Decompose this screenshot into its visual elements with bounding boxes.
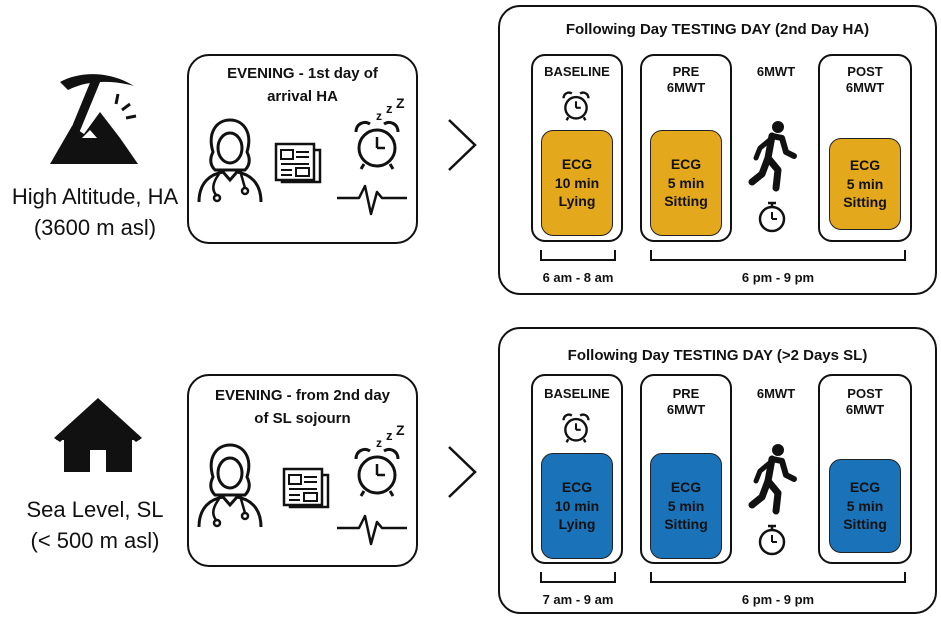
pickaxe-mountain-icon <box>50 74 138 164</box>
svg-text:z: z <box>386 428 393 443</box>
alarm-clock-icon <box>354 120 400 170</box>
doctor-icon <box>197 443 263 528</box>
zzz-icon: z z Z <box>376 422 405 450</box>
post-ecg-box: ECG 5 min Sitting <box>829 459 901 553</box>
post-title-line2: 6MWT <box>845 402 885 418</box>
evening-time-bracket <box>650 250 906 261</box>
ecg-duration: 5 min <box>667 497 705 514</box>
alarm-clock-icon <box>562 413 590 443</box>
svg-text:Z: Z <box>396 422 405 438</box>
svg-text:z: z <box>386 101 393 116</box>
evening-box-sl: EVENING - from 2nd day of SL sojourn <box>187 374 418 567</box>
ecg-wave-icon <box>337 514 407 546</box>
ecg-label: ECG <box>849 156 881 173</box>
post-ecg-box: ECG 5 min Sitting <box>829 138 901 230</box>
baseline-ecg-box: ECG 10 min Lying <box>541 130 613 236</box>
ecg-label: ECG <box>561 155 593 172</box>
testing-day-title: Following Day TESTING DAY (2nd Day HA) <box>500 21 935 38</box>
site-label-high-altitude: High Altitude, HA (3600 m asl) <box>0 182 190 244</box>
alarm-clock-icon <box>354 447 400 497</box>
svg-text:z: z <box>376 109 382 123</box>
pre-title-line1: PRE <box>672 386 700 401</box>
evening-title-line2: of SL sojourn <box>254 410 351 428</box>
site-label-line2: (3600 m asl) <box>33 214 157 240</box>
zzz-icon: z z Z <box>376 95 405 123</box>
site-label-line2: (< 500 m asl) <box>30 527 160 553</box>
ecg-duration: 5 min <box>667 174 705 191</box>
pre-title-line2: 6MWT <box>666 402 706 418</box>
newspaper-icon <box>274 142 322 184</box>
site-label-line1: High Altitude, HA <box>11 184 179 209</box>
alarm-clock-icon <box>562 91 590 121</box>
chevron-right-icon <box>448 446 477 498</box>
testing-day-title-text: Following Day TESTING DAY (2nd Day HA) <box>565 21 870 38</box>
ecg-duration: 10 min <box>554 497 600 514</box>
ecg-position: Lying <box>558 193 596 210</box>
baseline-title: BASELINE <box>544 64 610 79</box>
evening-title-line1: EVENING - 1st day of <box>227 65 378 82</box>
site-label-sea-level: Sea Level, SL (< 500 m asl) <box>0 495 190 557</box>
post-title: POST 6MWT <box>818 64 912 97</box>
ecg-wave-icon <box>337 184 407 216</box>
ecg-position: Lying <box>558 516 596 533</box>
evening-time-range: 6 pm - 9 pm <box>741 270 815 285</box>
house-icon <box>54 398 142 472</box>
post-title-line1: POST <box>847 386 883 401</box>
ecg-duration: 5 min <box>846 497 884 514</box>
evening-title-line1: EVENING - from 2nd day <box>214 387 391 404</box>
ecg-label: ECG <box>670 478 702 495</box>
baseline-time-range: 6 am - 8 am <box>542 270 614 285</box>
walking-person-icon <box>748 444 797 515</box>
baseline-time-range: 7 am - 9 am <box>542 592 614 607</box>
evening-title-line2: arrival HA <box>267 88 338 106</box>
newspaper-icon <box>282 467 330 509</box>
ecg-position: Sitting <box>843 516 887 533</box>
walk-title: 6MWT <box>756 64 796 79</box>
evening-title: EVENING - 1st day of arrival HA <box>189 62 416 109</box>
testing-day-title-text: Following Day TESTING DAY (>2 Days SL) <box>567 347 868 364</box>
pre-title: PRE 6MWT <box>640 386 732 419</box>
stopwatch-icon <box>758 524 786 556</box>
evening-title: EVENING - from 2nd day of SL sojourn <box>189 384 416 431</box>
ecg-label: ECG <box>670 155 702 172</box>
svg-text:z: z <box>376 436 382 450</box>
post-title: POST 6MWT <box>818 386 912 419</box>
baseline-time-bracket <box>540 572 616 583</box>
ecg-position: Sitting <box>843 194 887 211</box>
post-title-line1: POST <box>847 64 883 79</box>
site-label-line1: Sea Level, SL <box>26 497 164 522</box>
walk-title: 6MWT <box>756 386 796 401</box>
testing-day-title: Following Day TESTING DAY (>2 Days SL) <box>500 347 935 364</box>
pre-title: PRE 6MWT <box>640 64 732 97</box>
post-title-line2: 6MWT <box>845 80 885 96</box>
evening-time-bracket <box>650 572 906 583</box>
chevron-right-icon <box>448 119 477 171</box>
doctor-icon <box>197 118 263 203</box>
ecg-position: Sitting <box>664 193 708 210</box>
pre-title-line2: 6MWT <box>666 80 706 96</box>
ecg-label: ECG <box>849 478 881 495</box>
svg-text:Z: Z <box>396 95 405 111</box>
baseline-title: BASELINE <box>544 386 610 401</box>
baseline-time-bracket <box>540 250 616 261</box>
ecg-label: ECG <box>561 478 593 495</box>
evening-time-range: 6 pm - 9 pm <box>741 592 815 607</box>
pre-title-line1: PRE <box>672 64 700 79</box>
pre-ecg-box: ECG 5 min Sitting <box>650 130 722 236</box>
stopwatch-icon <box>758 201 786 233</box>
ecg-duration: 10 min <box>554 174 600 191</box>
ecg-position: Sitting <box>664 516 708 533</box>
ecg-duration: 5 min <box>846 175 884 192</box>
pre-ecg-box: ECG 5 min Sitting <box>650 453 722 559</box>
walking-person-icon <box>748 121 797 192</box>
baseline-ecg-box: ECG 10 min Lying <box>541 453 613 559</box>
